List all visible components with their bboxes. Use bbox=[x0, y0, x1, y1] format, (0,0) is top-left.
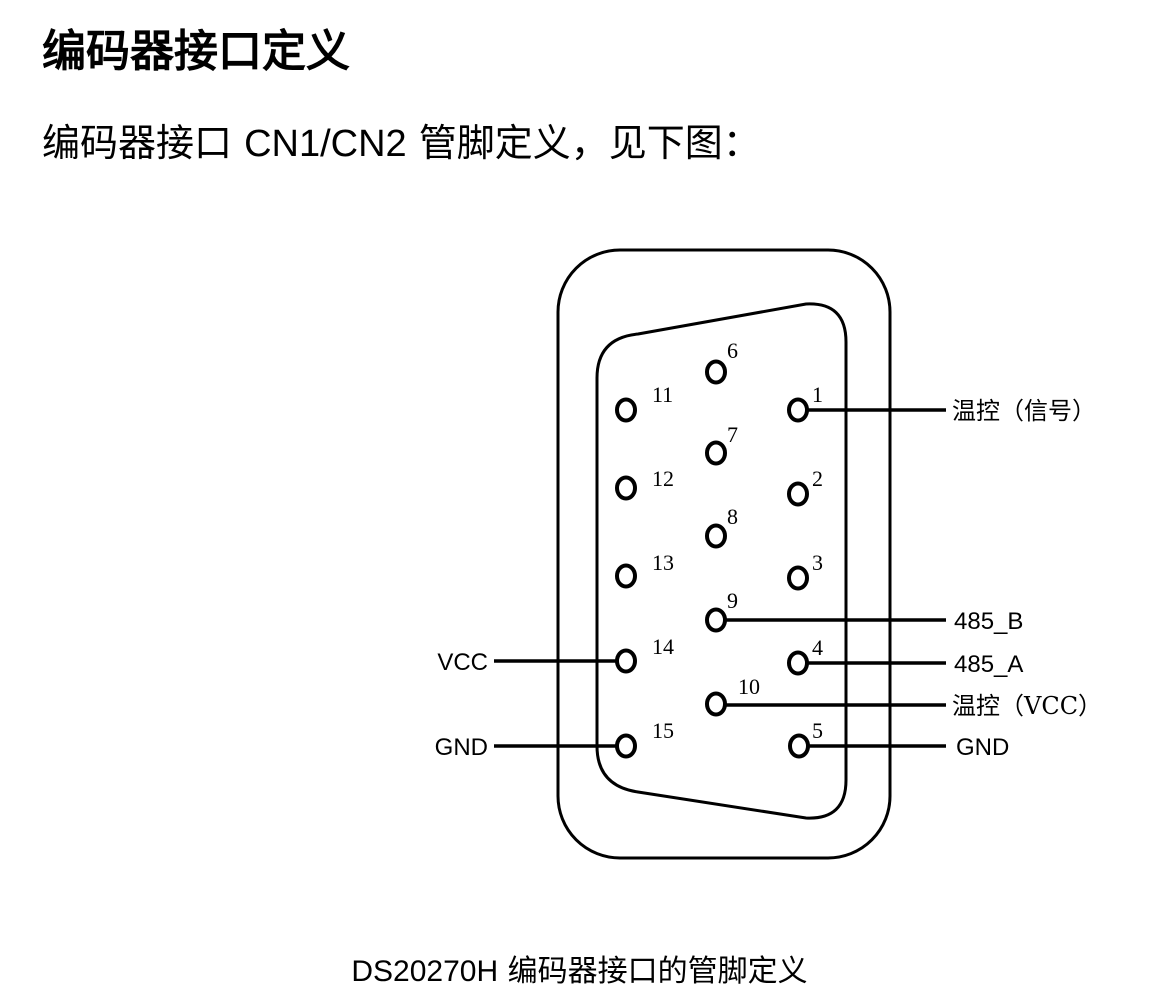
pin-7-contact bbox=[705, 440, 727, 466]
pin-number: 13 bbox=[652, 550, 674, 575]
pin-6-contact bbox=[705, 359, 727, 385]
pin-15-contact bbox=[615, 733, 637, 759]
caption-text: 编码器接口的管脚定义 bbox=[498, 954, 808, 989]
pin-number: 10 bbox=[738, 674, 760, 699]
figure-caption: DS20270H 编码器接口的管脚定义 bbox=[0, 952, 1159, 992]
pin-4-contact bbox=[787, 650, 809, 676]
signal-label-gnd-right: GND bbox=[956, 734, 1009, 761]
pin-5-contact bbox=[788, 733, 810, 759]
signal-label-485b: 485_B bbox=[954, 608, 1023, 635]
signal-label-gnd-left: GND bbox=[435, 734, 488, 761]
pin-13-contact bbox=[615, 563, 637, 589]
pin-11-contact bbox=[615, 397, 637, 423]
signal-label-485a: 485_A bbox=[954, 651, 1023, 678]
pins bbox=[615, 359, 810, 759]
intro-connectors: CN1/CN2 bbox=[244, 123, 407, 165]
pin-number: 6 bbox=[727, 338, 738, 363]
pin-10-contact bbox=[705, 691, 727, 717]
pin-number: 1 bbox=[812, 382, 823, 407]
intro-text: 编码器接口 CN1/CN2 管脚定义，见下图： bbox=[42, 118, 761, 169]
pin-number: 9 bbox=[727, 588, 738, 613]
signal-label-temp-vcc: 温控（VCC） bbox=[952, 692, 1102, 720]
pin-number: 11 bbox=[652, 382, 673, 407]
caption-model: DS20270H bbox=[351, 955, 499, 988]
pin-1-contact bbox=[787, 397, 809, 423]
pin-number: 8 bbox=[727, 504, 738, 529]
pin-number: 2 bbox=[812, 466, 823, 491]
intro-suffix: 管脚定义，见下图： bbox=[406, 121, 761, 165]
pin-number: 7 bbox=[727, 422, 738, 447]
pin-3-contact bbox=[787, 565, 809, 591]
signal-label-vcc: VCC bbox=[437, 649, 488, 676]
connector-housing bbox=[556, 248, 892, 860]
pin-8-contact bbox=[705, 523, 727, 549]
pin-number: 12 bbox=[652, 466, 674, 491]
page-title: 编码器接口定义 bbox=[42, 26, 350, 77]
wires bbox=[494, 408, 946, 748]
signal-label-temp-signal: 温控（信号） bbox=[952, 397, 1096, 425]
pin-12-contact bbox=[615, 475, 637, 501]
pin-number: 3 bbox=[812, 550, 823, 575]
pin-number: 15 bbox=[652, 718, 674, 743]
pin-2-contact bbox=[787, 481, 809, 507]
pin-number: 4 bbox=[812, 635, 823, 660]
pin-14-contact bbox=[615, 648, 637, 674]
signal-labels: 温控（信号） 485_B 485_A 温控（VCC） GND VCC GND bbox=[435, 397, 1102, 761]
pin-numbers: 1 2 3 4 5 6 7 8 9 10 11 12 13 14 15 bbox=[652, 338, 823, 743]
pin-number: 5 bbox=[812, 718, 823, 743]
connector-shell bbox=[595, 302, 848, 820]
pin-9-contact bbox=[705, 607, 727, 633]
pin-number: 14 bbox=[652, 634, 674, 659]
intro-prefix: 编码器接口 bbox=[42, 121, 245, 165]
